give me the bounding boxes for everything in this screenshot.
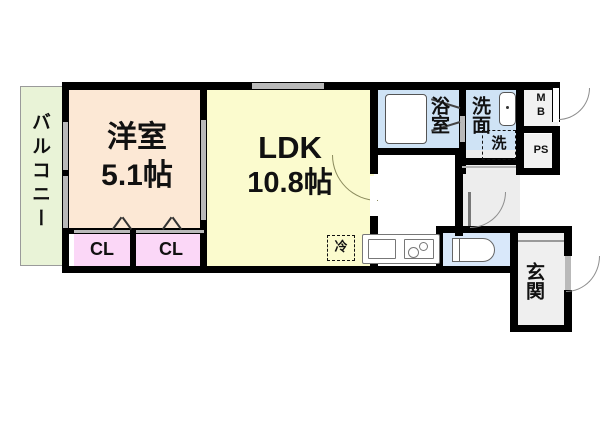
sliding-door-washitsu-ldk [201,120,206,220]
room-washroom-label: 洗面 [469,96,490,134]
wall-shaft-divider [516,126,558,133]
door-arc-meter-box [558,88,590,120]
bathtub [385,94,427,144]
sliding-door-balcony-upper [63,122,68,170]
vanity [499,92,516,126]
toilet-tank [452,238,460,262]
room-ldk-size: 10.8帖 [247,167,333,199]
wall-entrance-right-upper [564,226,572,256]
wall-closet-divider [130,228,136,273]
room-washitsu-size: 5.1帖 [101,159,173,192]
bath-door-opening [460,116,465,142]
wall-bottom [68,266,516,273]
room-ldk-label: LDK [258,130,322,165]
sliding-door-balcony-lower [63,176,68,228]
wall-corridor-left [455,150,463,236]
washer-space [482,130,516,160]
refrigerator-space [327,235,355,261]
door-leaf-ldk-hall [370,176,377,216]
entrance-step-line [518,240,564,242]
closet-right-fill [136,234,206,268]
corridor-line-upper [462,166,516,168]
room-balcony-fill [20,86,68,266]
kitchen-sink [368,239,396,259]
meter-box-label: M B [536,92,546,118]
toilet-bowl [455,238,495,262]
stove-burner-small [419,242,428,251]
wall-right-mid [552,126,560,174]
wall-bath-bottom [370,148,466,155]
door-leaf-toilet [468,192,471,226]
closet-shelf-line [74,230,204,233]
wall-entrance-bottom [510,325,572,332]
wall-entrance-top [510,226,572,233]
wall-toilet-top [436,226,518,233]
closet-left-label: CL [90,239,114,259]
vanity-basin-dot [506,106,509,109]
closet-right-label: CL [159,239,183,259]
corridor-fill-lower [510,226,570,326]
room-washitsu-fill [68,86,206,234]
room-washitsu-label: 洋室 [107,121,167,154]
wall-washroom-bottom [462,158,524,165]
wall-ldk-right [370,82,378,174]
window-ldk-top [252,83,324,89]
refrigerator-label: 冷 [334,239,348,254]
stove-burner-large [408,247,419,258]
wall-entrance-right-lower [564,290,572,332]
wall-toilet-right [510,226,518,332]
washer-label: 洗 [491,135,507,152]
pipe-shaft-label: PS [533,144,549,156]
room-entrance-label: 玄関 [523,262,544,300]
closet-left-fill [74,234,130,268]
door-leaf-meter-box [553,88,559,122]
room-bath-label: 浴室 [428,96,449,134]
door-arc-entrance [566,256,600,292]
wall-shaft-bottom [516,168,560,175]
room-balcony-label: バルコニー [29,112,50,232]
